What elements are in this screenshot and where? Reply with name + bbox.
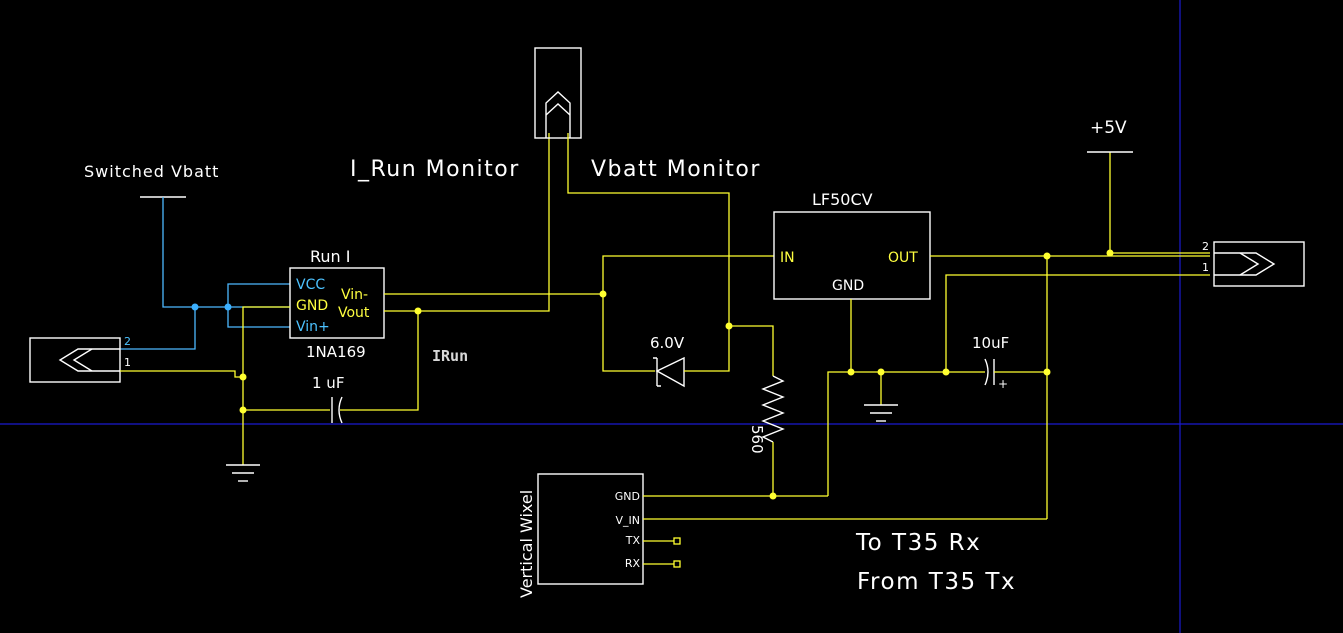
wire-regulator-in <box>602 255 774 294</box>
from-t35-tx-label: From T35 Tx <box>857 569 1016 595</box>
wixel-tx-port <box>673 537 681 545</box>
wire-sensor-gnd <box>242 306 290 465</box>
left-connector-pin1-label: 1 <box>124 356 131 369</box>
monitor-connector <box>534 47 582 139</box>
right-connector: 2 1 <box>1202 240 1305 287</box>
junction-gnd-reg <box>847 368 855 376</box>
junction-vbatt-1 <box>191 303 199 311</box>
wire-vbatt-monitor <box>567 133 730 326</box>
resistor-label: 560 <box>748 425 766 454</box>
regulator-pin-in: IN <box>780 250 795 266</box>
vbatt-monitor-label: Vbatt Monitor <box>591 157 761 182</box>
vertical-wixel: Vertical Wixel GND V_IN TX RX <box>517 473 644 598</box>
right-connector-pin1-label: 1 <box>1202 261 1209 274</box>
wixel-name: Vertical Wixel <box>517 490 536 598</box>
plus-5v-supply: +5V <box>1087 118 1133 153</box>
wire-resistor-top <box>729 325 774 376</box>
sensor-pin-vinminus: Vin- <box>341 287 368 303</box>
i-run-monitor-label: I_Run Monitor <box>350 157 520 182</box>
switched-vbatt-label: Switched Vbatt <box>84 162 219 181</box>
wire-vinplus <box>227 307 290 328</box>
wire-conn-pin1 <box>120 370 243 378</box>
wire-zener-right <box>684 326 730 372</box>
junction-out-1 <box>1043 252 1051 260</box>
wixel-pin-tx: TX <box>625 534 641 547</box>
left-connector-pin2-label: 2 <box>124 335 131 348</box>
cap2-polarity: + <box>998 377 1008 391</box>
current-sensor-ina169: Run I VCC GND Vin+ Vin- Vout 1NA169 <box>289 247 385 361</box>
zener-label: 6.0V <box>650 334 685 352</box>
wire-5v-supply <box>1109 152 1210 254</box>
zener-diode <box>653 356 685 388</box>
junction-gnd-1 <box>239 373 247 381</box>
regulator-lf50cv: LF50CV IN OUT GND <box>773 190 931 300</box>
wire-vcc <box>227 283 290 307</box>
resistor-560 <box>761 375 785 443</box>
wire-cap1-right <box>340 310 419 411</box>
junction-vbatt-2 <box>224 303 232 311</box>
wire-gnd-rail <box>827 371 985 496</box>
sensor-part-number: 1NA169 <box>306 343 366 361</box>
ground-symbol-left <box>226 464 260 482</box>
wire-vbatt <box>162 197 290 308</box>
wixel-rx-port <box>673 560 681 568</box>
sensor-name: Run I <box>310 247 350 266</box>
irun-net-label: IRun <box>432 347 468 365</box>
wire-conn-pin2 <box>120 307 196 350</box>
capacitor-10uf: + <box>984 358 1008 391</box>
to-t35-rx-label: To T35 Rx <box>855 530 981 556</box>
switched-vbatt-supply: Switched Vbatt <box>84 162 219 198</box>
junction-wixel-gnd <box>769 492 777 500</box>
cap2-label: 10uF <box>972 334 1009 352</box>
sensor-pin-gnd: GND <box>296 298 328 314</box>
regulator-pin-out: OUT <box>888 250 918 266</box>
wixel-pin-gnd: GND <box>615 490 640 503</box>
plus-5v-label: +5V <box>1090 118 1127 138</box>
cap1-label: 1 uF <box>312 374 344 392</box>
ground-symbol-right <box>864 404 898 422</box>
wire-zener-left <box>602 294 655 372</box>
sensor-pin-vinplus: Vin+ <box>296 319 330 335</box>
sensor-pin-vout: Vout <box>338 305 370 321</box>
wire-out-pin1 <box>945 274 1210 372</box>
regulator-name: LF50CV <box>812 190 873 209</box>
left-connector: 2 1 <box>29 335 131 383</box>
sensor-pin-vcc: VCC <box>296 277 325 293</box>
capacitor-1uf <box>331 396 343 424</box>
regulator-pin-gnd: GND <box>832 278 864 294</box>
wixel-pin-rx: RX <box>625 557 641 570</box>
wixel-pin-vin: V_IN <box>616 514 641 527</box>
right-connector-pin2-label: 2 <box>1202 240 1209 253</box>
wire-irun-monitor <box>418 133 550 312</box>
